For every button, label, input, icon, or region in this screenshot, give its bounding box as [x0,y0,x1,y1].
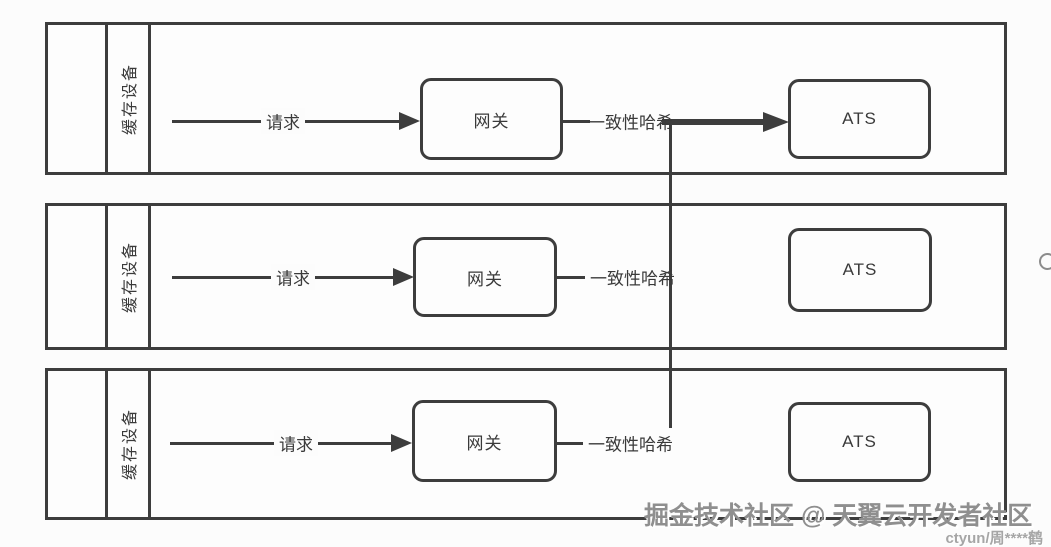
hash-label-1: 一致性哈希 [588,113,673,133]
hash-connector-stub-3 [557,442,583,445]
partial-circle-shape [1039,253,1051,270]
ats-label-1: ATS [842,109,877,128]
hash-connector-stub-2 [557,276,585,279]
watermark-community: 掘金技术社区 @ 天翼云开发者社区 [644,502,1033,530]
ats-label-2: ATS [842,260,878,279]
gateway-node-3: 网关 [412,400,557,482]
arrow-head-icon [763,112,789,132]
ats-node-1: ATS [788,79,931,159]
device-label-3: 缓存设备 [122,407,140,481]
consistent-hash-vertical-connector [669,121,672,428]
hash-connector-stub-1 [563,120,590,123]
device-label-cell-1: 缓存设备 [105,25,151,172]
ats-label-3: ATS [842,432,877,451]
hash-label-2: 一致性哈希 [590,269,675,289]
arrow-head-icon [393,268,414,286]
arrow-head-icon [399,112,420,130]
device-label-2: 缓存设备 [122,240,140,313]
request-label-3: 请求 [274,430,318,456]
gateway-label-3: 网关 [466,433,503,453]
ats-node-2: ATS [788,228,932,312]
device-label-1: 缓存设备 [122,62,140,135]
device-label-cell-3: 缓存设备 [105,371,151,517]
gateway-label-1: 网关 [473,111,510,131]
hash-label-3: 一致性哈希 [588,435,673,455]
request-label-2: 请求 [271,264,315,290]
arrow-head-icon [391,434,412,452]
gateway-label-2: 网关 [467,269,503,289]
request-label-1: 请求 [261,108,305,134]
device-label-cell-2: 缓存设备 [105,206,151,347]
watermark-username: ctyun/周****鹤 [945,530,1043,547]
gateway-node-1: 网关 [420,78,563,160]
ats-node-3: ATS [788,402,931,482]
consistent-hash-arrow-line [662,119,765,125]
gateway-node-2: 网关 [413,237,557,317]
